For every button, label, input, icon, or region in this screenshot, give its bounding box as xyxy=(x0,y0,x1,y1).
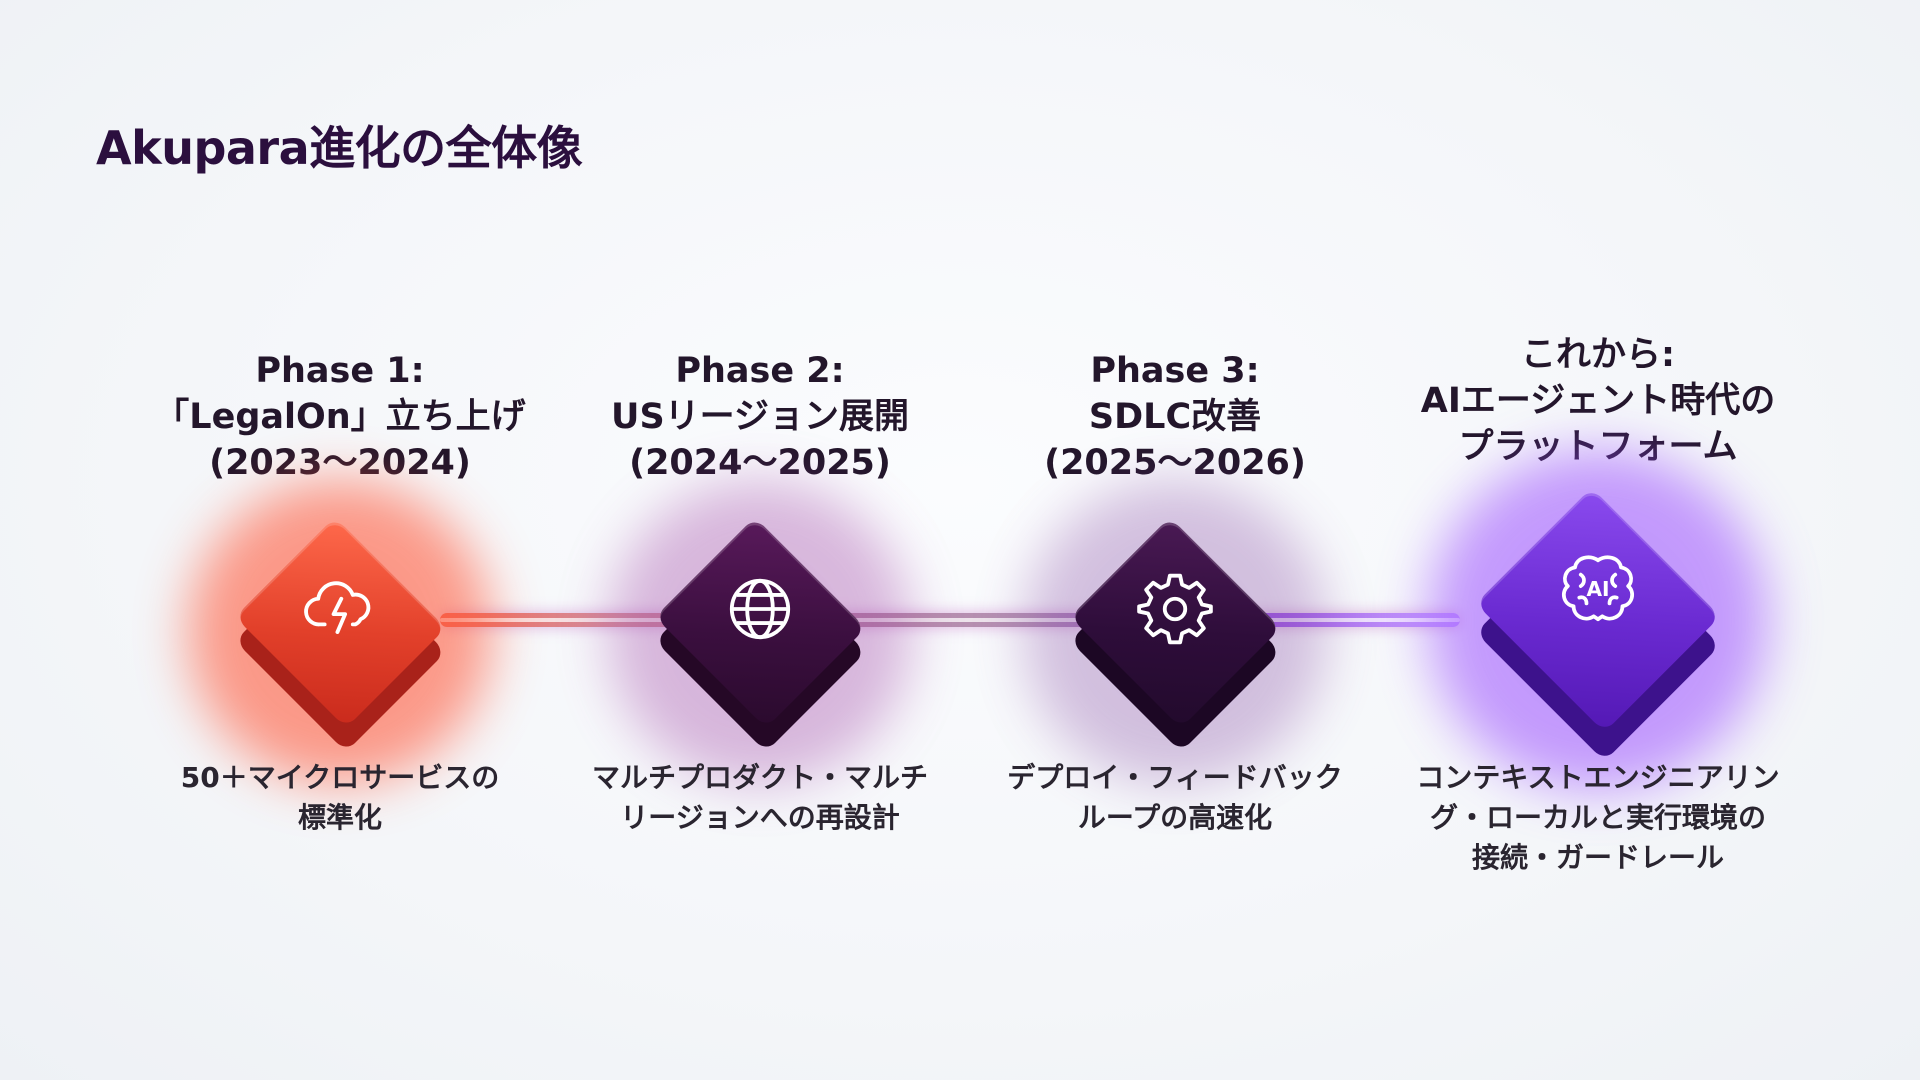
phase-3-desc-line-2: ループの高速化 xyxy=(955,798,1395,838)
phase-2-desc-line-1: マルチプロダクト・マルチ xyxy=(540,758,980,798)
phase-1-heading: Phase 1: 「LegalOn」立ち上げ (2023〜2024) xyxy=(120,348,560,486)
phase-2: Phase 2: USリージョン展開 (2024〜2025) マルチプロダクト・… xyxy=(540,0,980,1080)
phase-2-node xyxy=(648,510,872,734)
phase-2-desc-line-2: リージョンへの再設計 xyxy=(540,798,980,838)
phase-2-label: Phase 2: xyxy=(540,348,980,394)
phase-2-heading: Phase 2: USリージョン展開 (2024〜2025) xyxy=(540,348,980,486)
phase-3-description: デプロイ・フィードバック ループの高速化 xyxy=(955,758,1395,838)
phase-3-node xyxy=(1063,510,1287,734)
phase-3: Phase 3: SDLC改善 (2025〜2026) デプロイ・フィードバック… xyxy=(955,0,1395,1080)
cloud-upload-icon xyxy=(299,568,381,650)
phase-3-title: SDLC改善 xyxy=(955,394,1395,440)
phase-1-label: Phase 1: xyxy=(120,348,560,394)
phase-1-description: 50＋マイクロサービスの 標準化 xyxy=(120,758,560,838)
phase-1: Phase 1: 「LegalOn」立ち上げ (2023〜2024) 50＋マイ… xyxy=(120,0,560,1080)
phase-2-title: USリージョン展開 xyxy=(540,394,980,440)
phase-3-heading: Phase 3: SDLC改善 (2025〜2026) xyxy=(955,348,1395,486)
phase-3-desc-line-1: デプロイ・フィードバック xyxy=(955,758,1395,798)
ai-brain-icon: AI xyxy=(1552,543,1644,635)
phase-3-label: Phase 3: xyxy=(955,348,1395,394)
globe-icon xyxy=(719,568,801,650)
phase-2-description: マルチプロダクト・マルチ リージョンへの再設計 xyxy=(540,758,980,838)
phase-1-node xyxy=(228,510,452,734)
phase-future: これから: AIエージェント時代の プラットフォーム AI コンテキストエンジニ… xyxy=(1378,0,1818,1080)
phase-future-label: これから: xyxy=(1378,332,1818,378)
phase-1-desc-line-2: 標準化 xyxy=(120,798,560,838)
phase-future-title-line-1: AIエージェント時代の xyxy=(1378,378,1818,424)
gear-icon xyxy=(1134,568,1216,650)
phase-1-desc-line-1: 50＋マイクロサービスの xyxy=(120,758,560,798)
ai-icon-label: AI xyxy=(1586,577,1609,601)
phase-future-desc-line-2: グ・ローカルと実行環境の xyxy=(1378,798,1818,838)
phase-future-description: コンテキストエンジニアリン グ・ローカルと実行環境の 接続・ガードレール xyxy=(1378,758,1818,878)
phase-1-title: 「LegalOn」立ち上げ xyxy=(120,394,560,440)
phase-future-desc-line-1: コンテキストエンジニアリン xyxy=(1378,758,1818,798)
phase-future-node: AI xyxy=(1468,480,1728,740)
phase-future-desc-line-3: 接続・ガードレール xyxy=(1378,838,1818,878)
